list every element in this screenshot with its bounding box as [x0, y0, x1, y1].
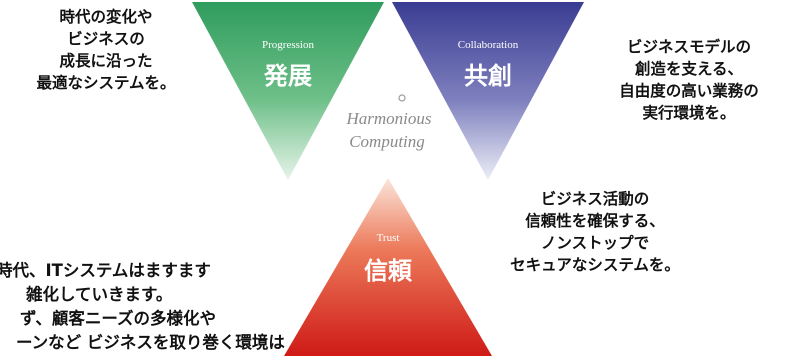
progression-label: Progression: [262, 39, 314, 51]
center-line-2: Computing: [349, 132, 425, 151]
collaboration-label: Collaboration: [458, 39, 519, 51]
trust-triangle: Trust 信頼: [284, 178, 492, 356]
progression-note-line: 最適なシステムを。: [36, 74, 176, 92]
intro-paragraph: 時代、ITシステムはますます 雑化していきます。 ず、顧客ニーズの多様化や ーン…: [0, 259, 285, 355]
progression-kanji: 発展: [263, 61, 312, 90]
collaboration-note: ビジネスモデルの 創造を支える、 自由度の高い業務の 実行環境を。: [586, 36, 792, 124]
trust-note-line: セキュアなシステムを。: [510, 256, 680, 274]
intro-paragraph-line: 時代、ITシステムはますます: [0, 261, 211, 280]
collaboration-triangle: Collaboration 共創: [392, 2, 584, 180]
progression-note-line: 成長に沿った: [59, 52, 153, 70]
collaboration-kanji: 共創: [464, 61, 512, 90]
trust-note-line: 信頼性を確保する、: [525, 212, 665, 230]
progression-note-line: 時代の変化や: [59, 8, 153, 26]
collaboration-note-line: 創造を支える、: [634, 60, 744, 78]
trust-note-line: ノンストップで: [540, 234, 650, 252]
ornament-icon: [398, 94, 406, 102]
center-line-1: Harmonious: [345, 109, 431, 128]
harmonious-computing-center: Harmonious Computing: [345, 94, 432, 151]
intro-paragraph-line: 雑化していきます。: [26, 285, 173, 304]
progression-note: 時代の変化や ビジネスの 成長に沿った 最適なシステムを。: [8, 6, 204, 94]
trust-kanji: 信頼: [364, 256, 413, 285]
collaboration-note-line: 実行環境を。: [642, 104, 736, 122]
intro-paragraph-line: ーンなど ビジネスを取り巻く環境は: [16, 333, 285, 352]
trust-label: Trust: [377, 232, 400, 244]
collaboration-note-line: ビジネスモデルの: [626, 38, 751, 56]
collaboration-note-line: 自由度の高い業務の: [619, 82, 759, 100]
progression-note-line: ビジネスの: [67, 30, 145, 48]
trust-note: ビジネス活動の 信頼性を確保する、 ノンストップで セキュアなシステムを。: [480, 188, 710, 276]
progression-triangle: Progression 発展: [192, 2, 384, 180]
intro-paragraph-line: ず、顧客ニーズの多様化や: [20, 309, 217, 328]
trust-note-line: ビジネス活動の: [540, 190, 650, 208]
